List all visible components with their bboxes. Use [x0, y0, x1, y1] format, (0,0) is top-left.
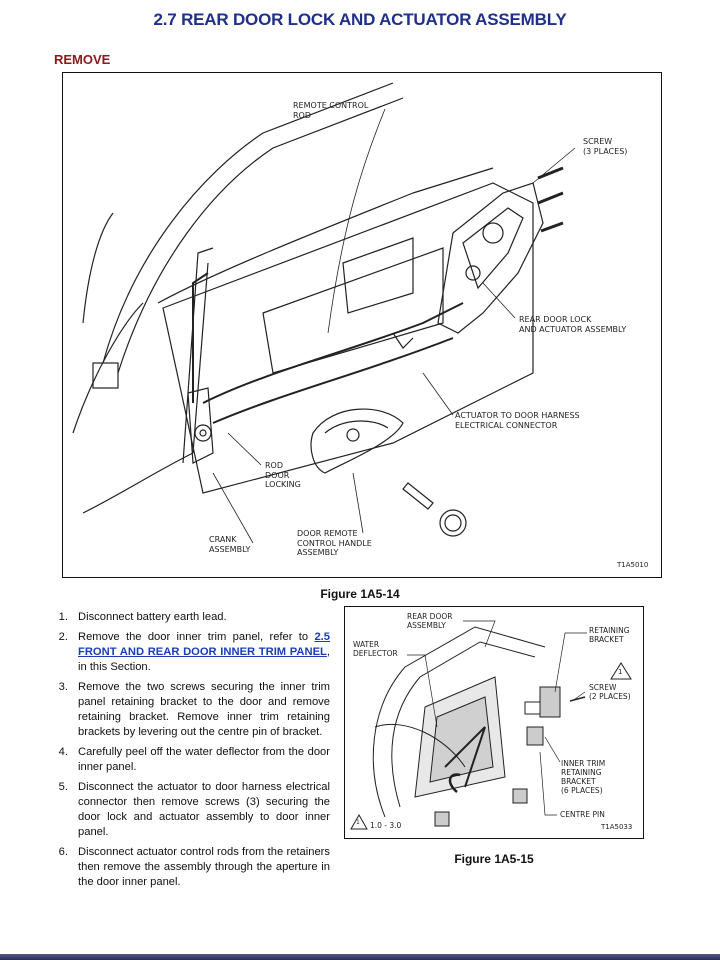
step-number: 1.: [58, 611, 68, 623]
step-3: 3. Remove the two screws securing the in…: [52, 680, 330, 740]
figure-2-caption: Figure 1A5-15: [454, 852, 534, 866]
removal-steps: 1. Disconnect battery earth lead. 2. Rem…: [52, 610, 330, 895]
warning-symbol-number: 1: [618, 668, 623, 676]
label-retaining-bracket: RETAINING BRACKET: [589, 626, 630, 644]
step-5: 5. Disconnect the actuator to door harne…: [52, 780, 330, 840]
trim-panel-link[interactable]: 2.5 FRONT AND REAR DOOR INNER TRIM PANEL: [78, 631, 330, 658]
step-6: 6. Disconnect actuator control rods from…: [52, 845, 330, 890]
label-centre-pin: CENTRE PIN: [560, 810, 605, 819]
label-harness-connector: ACTUATOR TO DOOR HARNESS ELECTRICAL CONN…: [455, 411, 580, 430]
step-text: , in this Section.: [78, 646, 330, 673]
figure-1-diagram: REMOTE CONTROL ROD SCREW (3 PLACES) REAR…: [62, 72, 662, 578]
section-heading: REMOVE: [54, 52, 111, 67]
label-rear-door-assembly: REAR DOOR ASSEMBLY: [407, 612, 453, 630]
page-title: 2.7 REAR DOOR LOCK AND ACTUATOR ASSEMBLY: [153, 10, 567, 29]
door-trim-bracket-illustration: [350, 620, 632, 830]
step-text: Disconnect the actuator to door harness …: [78, 781, 330, 838]
figure-2-diagram: REAR DOOR ASSEMBLY WATER DEFLECTOR RETAI…: [344, 606, 644, 839]
step-number: 3.: [58, 681, 68, 693]
step-number: 4.: [58, 746, 68, 758]
step-text: Remove the two screws securing the inner…: [78, 681, 330, 738]
label-screw-2-places: SCREW (2 PLACES): [589, 683, 631, 701]
step-2: 2. Remove the door inner trim panel, ref…: [52, 630, 330, 675]
label-crank-assembly: CRANK ASSEMBLY: [209, 535, 251, 554]
label-remote-control-rod: REMOTE CONTROL ROD: [293, 101, 369, 120]
torque-value: 1.0 - 3.0: [370, 821, 402, 830]
label-water-deflector: WATER DEFLECTOR: [353, 640, 398, 658]
figure-2-code: T1A5033: [601, 823, 633, 831]
label-lock-assembly: REAR DOOR LOCK AND ACTUATOR ASSEMBLY: [519, 315, 627, 334]
step-number: 5.: [58, 781, 68, 793]
step-text: Carefully peel off the water deflector f…: [78, 746, 330, 773]
bottom-bar: [0, 954, 720, 960]
step-text: Disconnect battery earth lead.: [78, 611, 227, 623]
label-inner-trim-bracket: INNER TRIM RETAINING BRACKET (6 PLACES): [561, 759, 606, 795]
step-1: 1. Disconnect battery earth lead.: [52, 610, 330, 625]
step-number: 2.: [58, 631, 68, 643]
step-text: Remove the door inner trim panel, refer …: [78, 631, 315, 643]
label-screw: SCREW (3 PLACES): [583, 137, 628, 156]
door-lock-illustration: [72, 82, 576, 544]
step-4: 4. Carefully peel off the water deflecto…: [52, 745, 330, 775]
step-number: 6.: [58, 846, 68, 858]
figure-1-caption: Figure 1A5-14: [320, 587, 400, 601]
warning-symbol-number: 1: [356, 819, 360, 826]
figure-1-code: T1A5010: [617, 561, 649, 569]
label-handle-assembly: DOOR REMOTE CONTROL HANDLE ASSEMBLY: [297, 529, 372, 557]
label-rod-door-locking: ROD DOOR LOCKING: [265, 461, 301, 489]
step-text: Disconnect actuator control rods from th…: [78, 846, 330, 888]
